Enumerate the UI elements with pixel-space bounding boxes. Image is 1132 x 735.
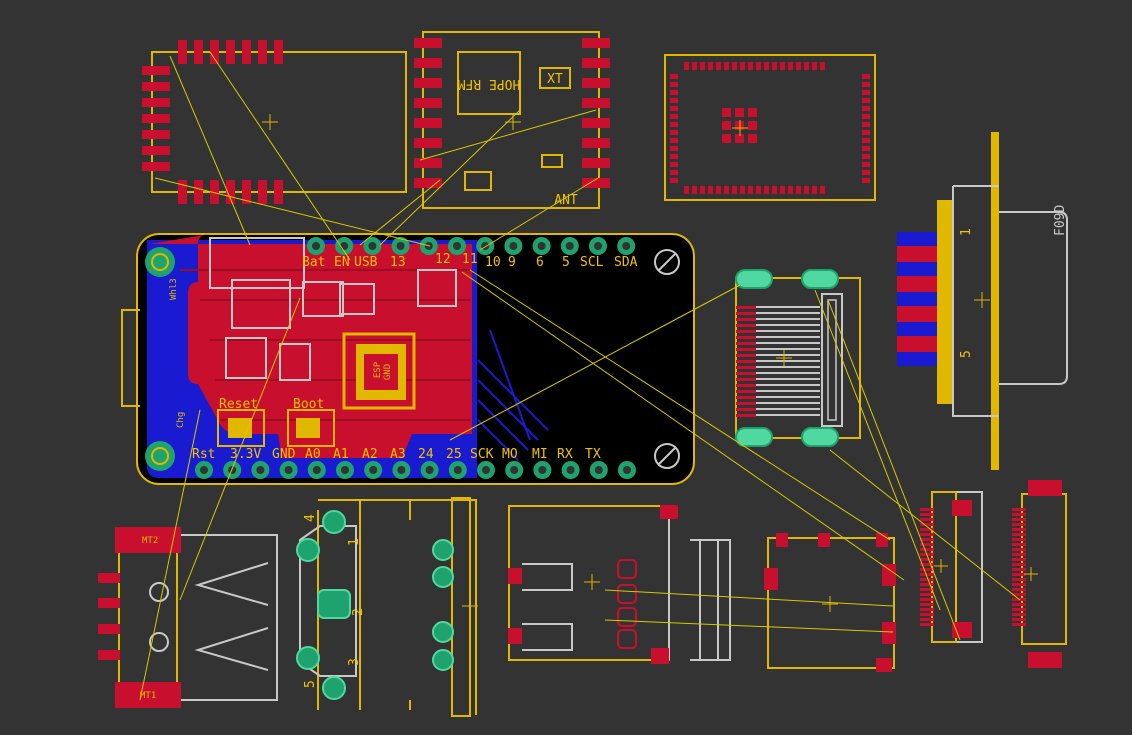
module-castellated-top-left[interactable] xyxy=(142,40,407,204)
usb-pin-5: 5 xyxy=(303,680,318,688)
header-top-label-3: 13 xyxy=(390,255,406,270)
module-rfm[interactable]: HOPE RFM XT ANT xyxy=(414,31,610,209)
feather-board[interactable]: ESP GND Reset Boot Whl3 Chg Bat EN USB 1… xyxy=(121,233,695,485)
db9-label: F09D xyxy=(1053,205,1068,236)
module-smd-square[interactable] xyxy=(764,533,896,672)
usb-pin-4: 4 xyxy=(303,514,318,522)
header-bottom-label-11: MI xyxy=(532,447,548,462)
header-bottom-label-12: RX xyxy=(557,447,573,462)
header-bottom-label-8: 25 xyxy=(446,447,462,462)
rfm-label: HOPE RFM xyxy=(458,76,521,91)
connector-fpc-left[interactable] xyxy=(920,491,983,643)
header-bottom-label-5: A2 xyxy=(362,447,378,462)
usb-pin-1: 1 xyxy=(347,538,362,546)
header-top-label-9: 5 xyxy=(562,255,570,270)
header-bottom-label-10: MO xyxy=(502,447,518,462)
header-top-label-4: 12 xyxy=(435,252,451,267)
side-label-2: Chg xyxy=(176,412,186,428)
usba-tab-top: MT2 xyxy=(142,536,158,546)
header-top-label-2: USB xyxy=(354,255,378,270)
header-bottom-label-9: SCK xyxy=(470,447,494,462)
header-bottom-label-2: GND xyxy=(272,447,296,462)
header-top-label-5: 11 xyxy=(462,252,478,267)
header-top-label-6: 10 xyxy=(485,255,501,270)
header-top-label-10: SCL xyxy=(580,255,604,270)
module-qfn-top-right[interactable] xyxy=(664,54,876,201)
header-top-label-1: EN xyxy=(334,255,350,270)
button-boot-label: Boot xyxy=(293,397,324,412)
header-bottom-label-4: A1 xyxy=(333,447,349,462)
side-label-1: Whl3 xyxy=(169,278,179,300)
header-bottom-label-3: A0 xyxy=(305,447,321,462)
connector-usb-a[interactable]: MT2 MT1 xyxy=(98,527,278,708)
usb-pin-2: 2 xyxy=(351,608,366,616)
connector-micro-usb[interactable]: 1 2 3 4 5 xyxy=(296,497,478,717)
db9-pin-1: 1 xyxy=(959,228,974,236)
airwires xyxy=(139,51,1021,701)
rfm-ant-label: ANT xyxy=(554,193,578,208)
header-bottom-label-13: TX xyxy=(585,447,601,462)
usb-pin-3: 3 xyxy=(347,658,362,666)
header-top-label-11: SDA xyxy=(614,255,638,270)
header-top-label-0: Bat xyxy=(302,255,325,270)
header-bottom-label-0: Rst xyxy=(192,447,215,462)
connector-fpc-right[interactable] xyxy=(1012,480,1067,668)
rfm-xt-label: XT xyxy=(547,72,563,87)
header-bottom-label-7: 24 xyxy=(418,447,434,462)
connector-db9[interactable]: 1 5 F09D xyxy=(897,132,1068,470)
header-bottom-label-6: A3 xyxy=(390,447,406,462)
usba-tab-bottom: MT1 xyxy=(140,691,156,701)
header-top-label-8: 6 xyxy=(536,255,544,270)
header-bottom-label-1: 3.3V xyxy=(230,447,261,462)
chip-label-bottom: GND xyxy=(383,364,393,380)
db9-pin-5: 5 xyxy=(959,350,974,358)
connector-microsd[interactable] xyxy=(508,505,731,664)
button-reset-label: Reset xyxy=(219,397,258,412)
header-top-label-7: 9 xyxy=(508,255,516,270)
chip-label-top: ESP xyxy=(373,361,383,378)
connector-hdmi[interactable] xyxy=(735,269,861,447)
